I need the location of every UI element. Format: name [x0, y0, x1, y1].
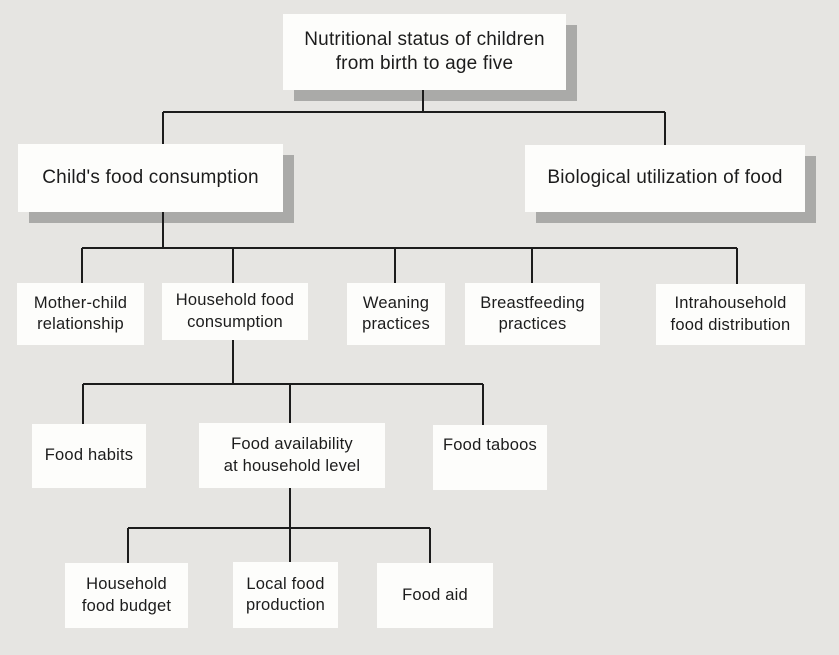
- node-food-availability: Food availability at household level: [199, 423, 385, 488]
- node-childs-food-consumption: Child's food consumption: [18, 144, 283, 212]
- node-household-food-budget: Household food budget: [65, 563, 188, 628]
- node-food-aid: Food aid: [377, 563, 493, 628]
- node-food-habits: Food habits: [32, 424, 146, 488]
- node-intrahousehold-food-distribution: Intrahousehold food distribution: [656, 284, 805, 345]
- node-local-food-production: Local food production: [233, 562, 338, 628]
- node-breastfeeding-practices: Breastfeeding practices: [465, 283, 600, 345]
- node-household-food-consumption: Household food consumption: [162, 283, 308, 340]
- node-root: Nutritional status of children from birt…: [283, 14, 566, 90]
- node-weaning-practices: Weaning practices: [347, 283, 445, 345]
- node-biological-utilization-of-food: Biological utilization of food: [525, 145, 805, 212]
- node-food-taboos: Food taboos: [433, 425, 547, 490]
- node-mother-child-relationship: Mother-child relationship: [17, 283, 144, 345]
